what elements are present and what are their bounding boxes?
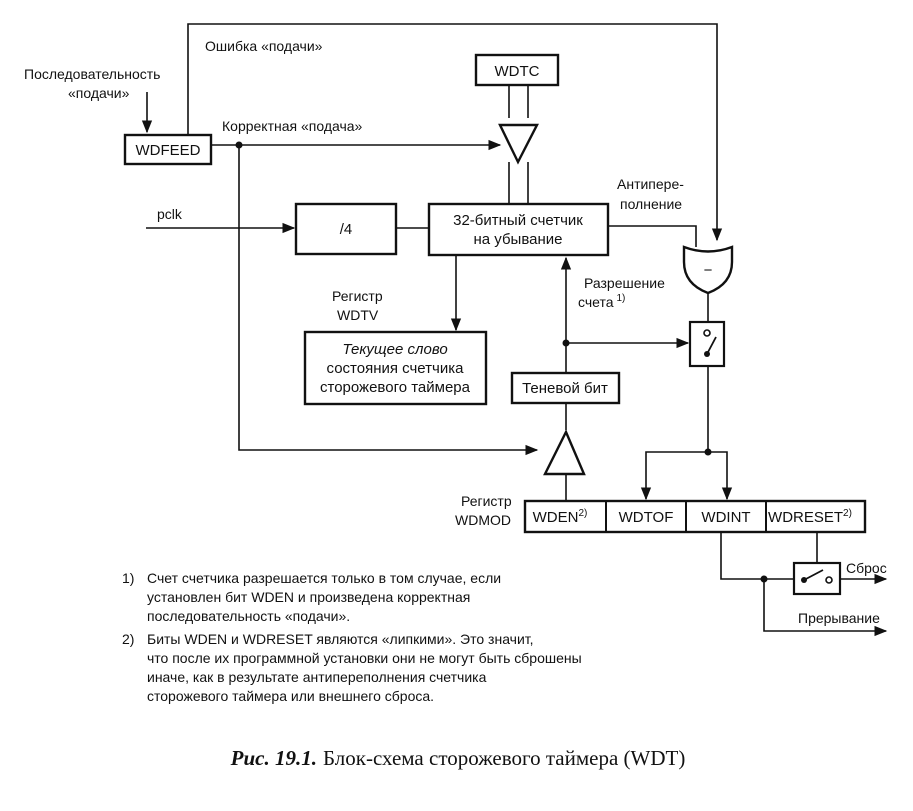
wdreset-bit-label: WDRESET2) bbox=[768, 508, 852, 526]
wdtv-reg-label-line1: Регистр bbox=[332, 288, 383, 304]
shadow-bit-label: Теневой бит bbox=[522, 380, 608, 397]
note1-line1: Счет счетчика разрешается только в том с… bbox=[147, 570, 501, 586]
wire-feed-error bbox=[187, 23, 723, 242]
shadow-bit-block bbox=[510, 371, 621, 405]
wdtv-label-line1: Текущее слово bbox=[342, 341, 447, 358]
note2-line1: Биты WDEN и WDRESET являются «липкими». … bbox=[147, 631, 534, 647]
wden-bit-label: WDEN2) bbox=[533, 508, 588, 526]
or-gate-symbol: − bbox=[704, 262, 713, 279]
interrupt-output-label: Прерывание bbox=[798, 610, 880, 626]
feed-sequence-label-line1: Последовательность bbox=[24, 66, 160, 82]
note2-line2: что после их программной установки они н… bbox=[147, 650, 582, 666]
shadow-buffer-icon bbox=[543, 429, 586, 476]
note1-number: 1) bbox=[122, 570, 134, 586]
wdtv-label-line3: сторожевого таймера bbox=[320, 379, 471, 396]
wdmod-reg-label-line2: WDMOD bbox=[455, 512, 511, 528]
wire-interrupt-out bbox=[763, 579, 888, 637]
underflow-label-line1: Антипере- bbox=[617, 176, 684, 192]
note1-line3: последовательность «подачи». bbox=[147, 608, 350, 624]
figure-caption: Рис. 19.1.Блок-схема сторожевого таймера… bbox=[230, 746, 686, 770]
note1-line2: установлен бит WDEN и произведена коррек… bbox=[147, 589, 470, 605]
feed-error-label: Ошибка «подачи» bbox=[205, 38, 323, 54]
wdtv-label-line2: состояния счетчика bbox=[327, 360, 465, 377]
wdfeed-block bbox=[123, 133, 213, 166]
wdtv-block bbox=[303, 330, 488, 406]
wdtc-block bbox=[474, 53, 560, 87]
wire-wdint-out bbox=[720, 532, 793, 580]
reset-output-label: Сброс bbox=[846, 560, 887, 576]
note2-line3: иначе, как в результате антипереполнения… bbox=[147, 669, 487, 685]
feed-sequence-label-line2: «подачи» bbox=[68, 85, 130, 101]
divider-block bbox=[294, 202, 398, 256]
counter-label-line2: на убывание bbox=[474, 231, 563, 248]
wdtv-reg-label-line2: WDTV bbox=[337, 307, 379, 323]
wdmod-register bbox=[523, 499, 867, 534]
wire-to-wdtof bbox=[640, 451, 708, 501]
wdmod-reg-label-line1: Регистр bbox=[461, 493, 512, 509]
correct-feed-label: Корректная «подача» bbox=[222, 118, 363, 134]
wdtof-bit-label: WDTOF bbox=[619, 509, 674, 526]
counter-block bbox=[427, 202, 610, 257]
enable-switch-icon bbox=[688, 320, 726, 368]
underflow-label-line2: полнение bbox=[620, 196, 682, 212]
reset-switch-icon bbox=[792, 561, 842, 596]
note2-line4: сторожевого таймера или внешнего сброса. bbox=[147, 688, 434, 704]
wdfeed-label: WDFEED bbox=[136, 142, 201, 159]
wdtc-buffer-icon bbox=[498, 123, 539, 165]
divider-label: /4 bbox=[340, 221, 353, 238]
counter-label-line1: 32-битный счетчик bbox=[453, 212, 583, 229]
wdtc-label: WDTC bbox=[495, 63, 540, 80]
note2-number: 2) bbox=[122, 631, 134, 647]
wdint-bit-label: WDINT bbox=[701, 509, 750, 526]
count-enable-label-line1: Разрешение bbox=[584, 275, 665, 291]
wire-underflow bbox=[608, 225, 697, 247]
wire-feed-to-shadow bbox=[238, 145, 539, 456]
wire-to-wdint bbox=[708, 451, 733, 501]
or-gate-icon bbox=[682, 245, 734, 295]
pclk-label: pclk bbox=[157, 206, 183, 222]
